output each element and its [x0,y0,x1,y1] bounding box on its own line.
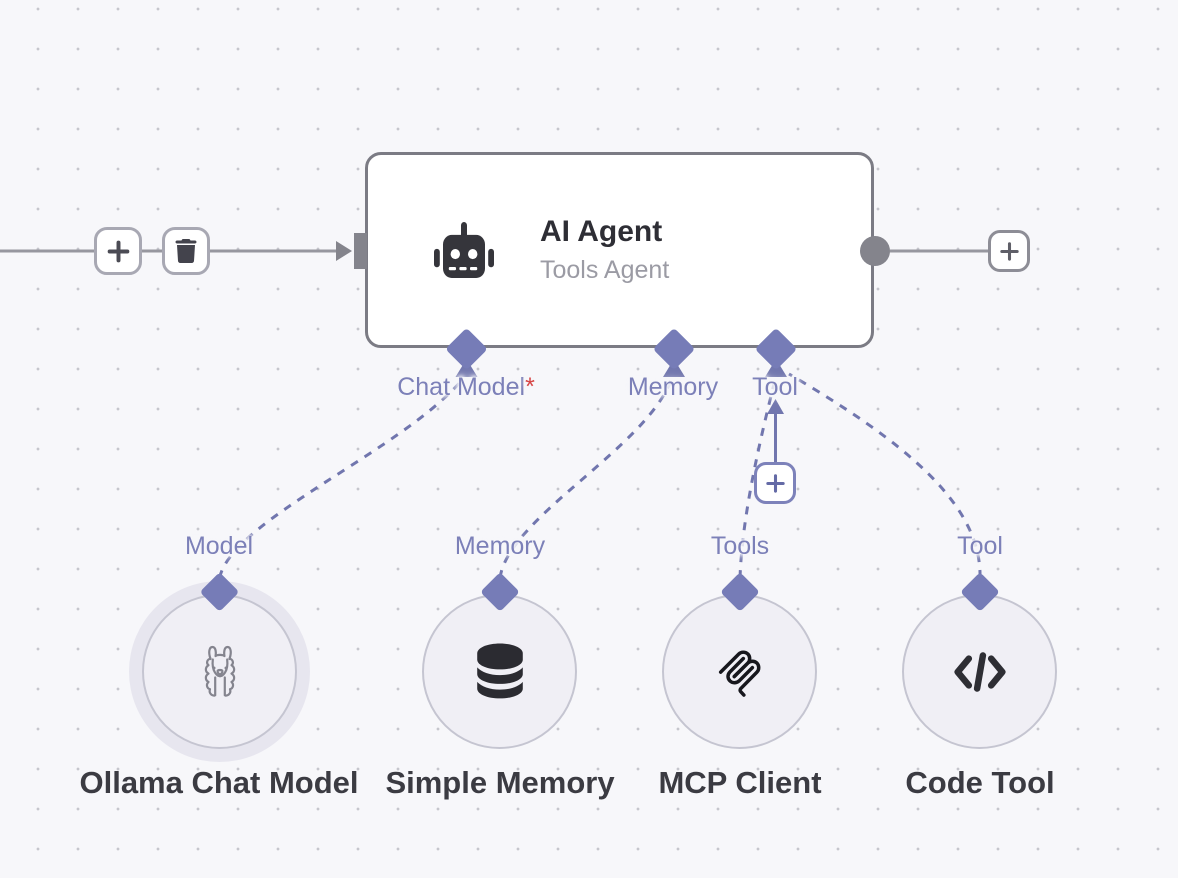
insert-node-button[interactable] [94,227,142,275]
node-title: AI Agent [540,215,663,249]
llama-icon [198,643,242,701]
port-label-model-ollama: Model [184,532,254,560]
connection-ollama-to-chat-model[interactable] [218,379,464,579]
plus-icon [764,472,787,495]
node-mcp-client[interactable] [662,594,817,749]
connection-code-to-tool[interactable] [788,372,982,579]
add-tool-button[interactable] [754,462,796,504]
node-ai-agent[interactable]: AI Agent Tools Agent [365,152,874,348]
arrowhead-add-tool [767,399,784,414]
node-name-code-tool: Code Tool [905,765,1055,800]
port-label-memory-sub: Memory [454,532,546,560]
node-name-simple-memory: Simple Memory [385,765,615,800]
node-simple-memory[interactable] [422,594,577,749]
plus-icon [998,240,1021,263]
node-code-tool[interactable] [902,594,1057,749]
port-label-tool: Tool [752,373,798,401]
required-marker: * [525,373,535,401]
delete-connection-button[interactable] [162,227,210,275]
port-label-memory: Memory [627,373,719,401]
node-name-mcp-client: MCP Client [658,765,822,800]
port-label-chat-model: Chat Model* [397,373,535,401]
code-icon [951,647,1009,697]
mcp-icon [714,646,766,698]
trash-icon [175,239,197,263]
add-node-button[interactable] [988,230,1030,272]
plus-icon [106,239,131,264]
node-ollama-chat-model[interactable] [142,594,297,749]
port-label-tool-code: Tool [957,532,1003,560]
connection-mcp-to-tool[interactable] [738,383,776,579]
robot-icon [434,222,494,278]
port-label-tools-mcp: Tools [710,532,770,560]
database-icon [474,643,526,701]
node-name-ollama: Ollama Chat Model [79,765,359,800]
node-subtitle: Tools Agent [540,256,670,285]
